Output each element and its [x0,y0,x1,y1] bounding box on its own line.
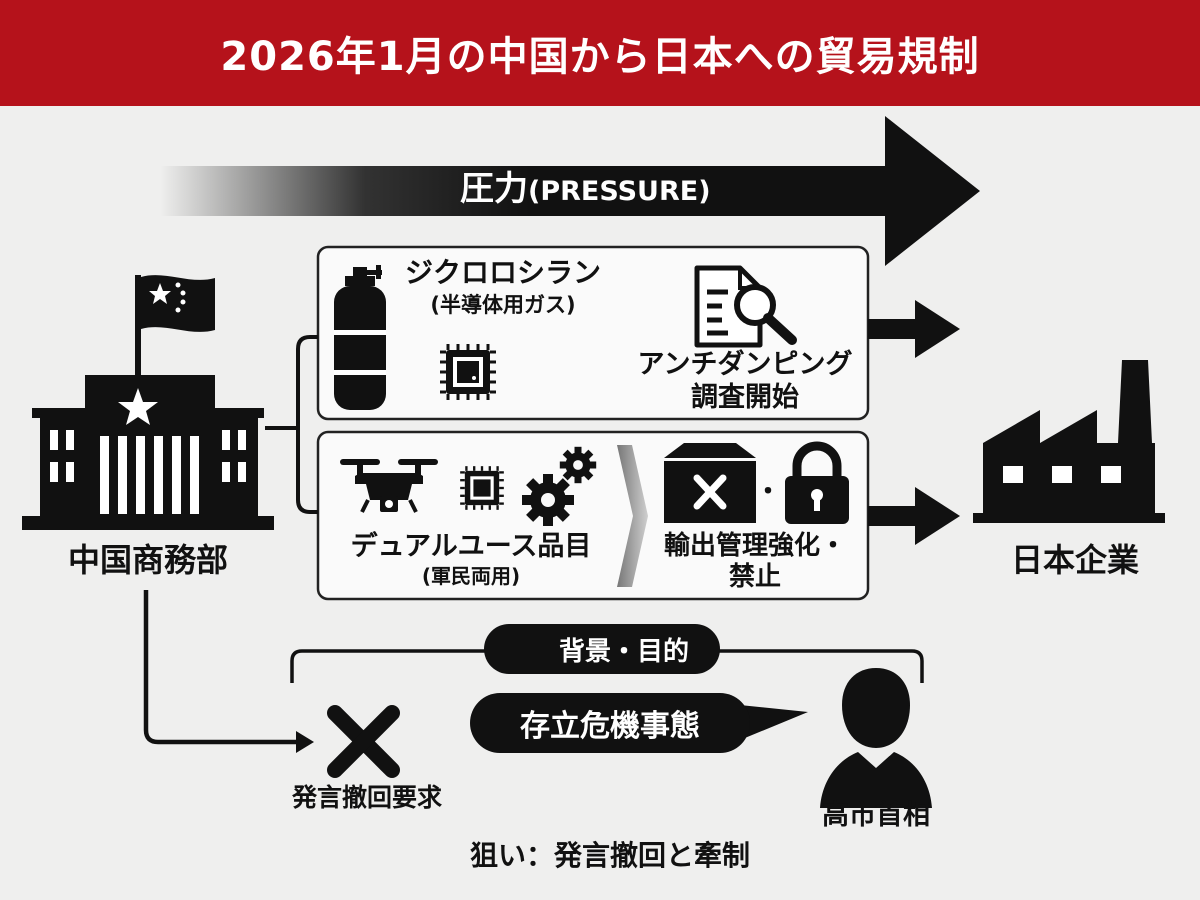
measure-antidumping-line1: アンチダンピング [637,349,853,380]
measure-export-control-line2: 禁止 [728,562,781,592]
factory-icon [973,360,1165,523]
person-silhouette-icon [820,668,932,808]
government-building-icon [22,375,274,530]
product-sub-civil-military: (軍民両用) [421,564,521,588]
arrow-box1-to-japan [868,300,960,358]
pressure-arrow [160,116,980,266]
measure-export-control-line1: 輸出管理強化・ [663,531,846,561]
crisis-situation-pill: 存立危機事態 [470,693,750,753]
drone-icon [340,459,438,513]
arrow-ministry-to-demand [143,590,314,753]
padlock-icon [785,441,849,524]
actor-japanese-companies: 日本企業 [1010,541,1139,579]
pressure-label-en: (PRESSURE) [528,176,711,207]
gears-icon [522,446,597,526]
china-flag-icon [135,275,215,377]
chip-icon-small [460,466,504,510]
product-name-dual-use: デュアルユース品目 [350,531,592,562]
demand-retraction-label: 発言撤回要求 [291,783,442,812]
prime-minister-label: 高市首相 [822,800,930,831]
measure-antidumping-line2: 調査開始 [691,382,799,413]
gas-cylinder-icon [334,265,386,410]
header-banner: 2026年1月の中国から日本への貿易規制 [0,0,1200,106]
page-title: 2026年1月の中国から日本への貿易規制 [220,34,980,80]
crisis-situation-label: 存立危機事態 [520,709,700,744]
product-sub-semiconductor-gas: (半導体用ガス) [430,293,576,317]
speech-bubble-tail [730,704,808,740]
aim-label: 狙い：発言撤回と牽制 [469,839,750,872]
pressure-label: 圧力(PRESSURE) [460,169,711,209]
background-purpose-pill: 背景・目的 [484,624,720,674]
background-purpose-label: 背景・目的 [558,636,689,667]
arrow-box2-to-japan [868,487,960,545]
ministry-bracket [265,335,318,514]
chevron-arrow-icon [617,445,648,587]
product-name-dichlorosilane: ジクロロシラン [404,256,601,289]
separator-dot: ・ [755,477,782,507]
pressure-label-jp: 圧力 [460,169,528,209]
document-search-icon [694,265,797,348]
chip-icon [440,344,496,400]
actor-china-ministry: 中国商務部 [67,541,228,579]
blocked-box-icon [664,443,756,523]
cross-mark-icon [327,705,400,778]
